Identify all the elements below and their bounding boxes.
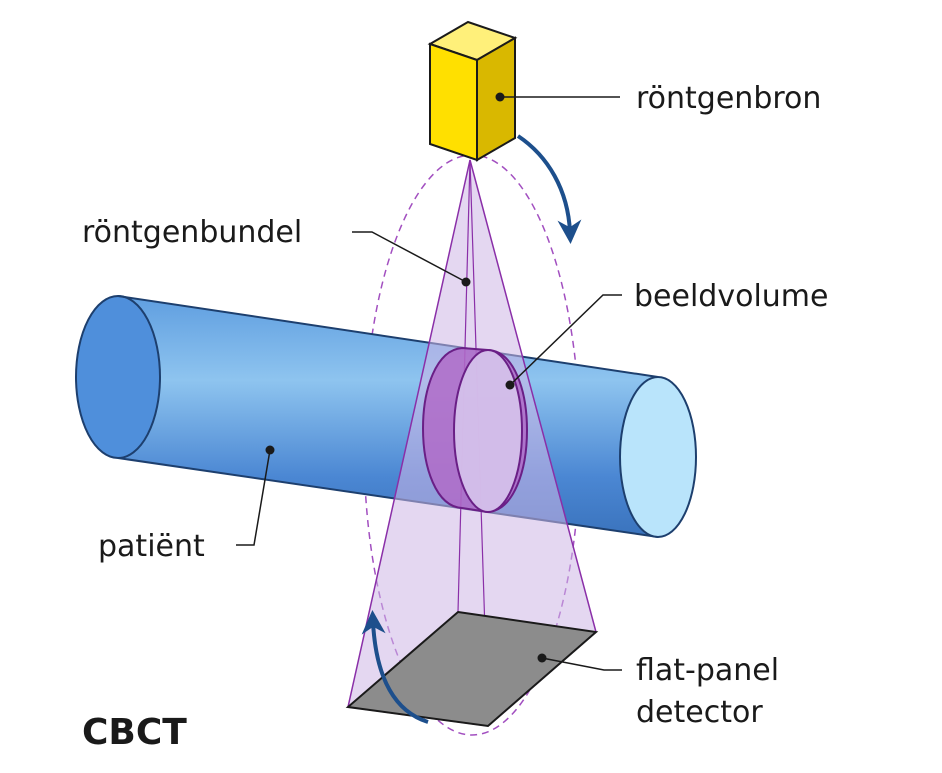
leader-lines: [236, 96, 622, 671]
diagram-title: CBCT: [82, 712, 187, 753]
rotation-arrow-bottom-icon: [361, 610, 429, 724]
patient-cylinder-icon: [75, 295, 697, 538]
label-beam: röntgenbundel: [82, 215, 302, 250]
label-volume: beeldvolume: [634, 279, 828, 314]
rotation-arrow-top-icon: [516, 134, 582, 244]
label-source: röntgenbron: [636, 81, 821, 116]
leader-dots: [265, 92, 547, 663]
image-volume: [422, 346, 528, 514]
label-detector-line1: flat-panel: [636, 653, 779, 688]
label-patient: patiënt: [98, 529, 205, 564]
xray-source-icon: [427, 20, 518, 162]
label-detector-line2: detector: [636, 695, 763, 730]
